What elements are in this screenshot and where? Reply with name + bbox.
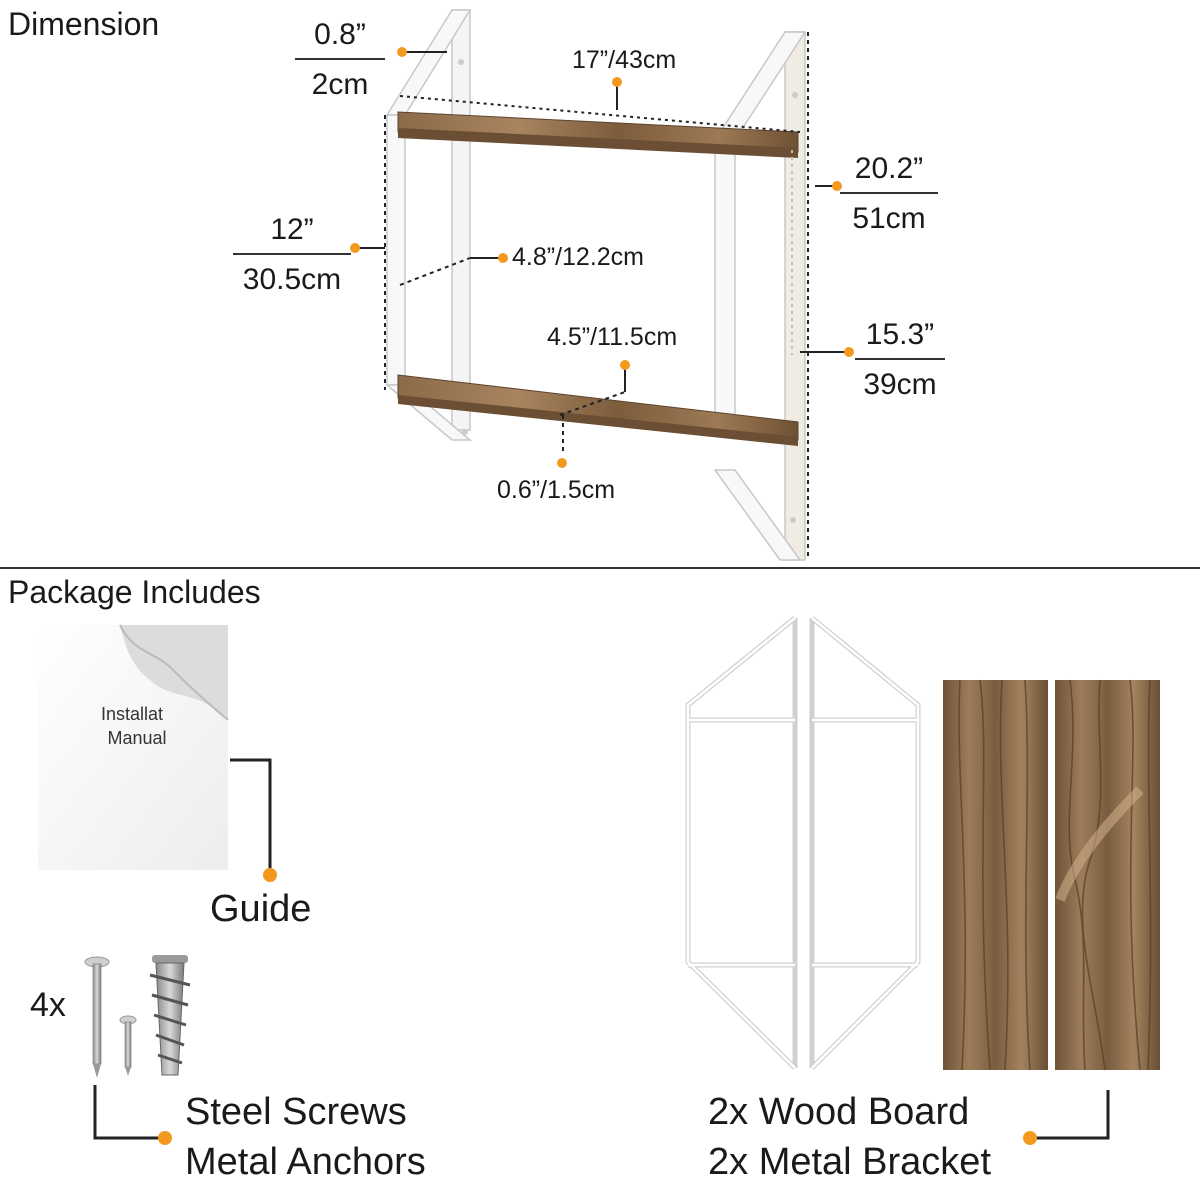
screws-label-line2: Metal Anchors xyxy=(185,1141,426,1183)
shelf-illustration xyxy=(384,9,809,561)
lower-height-cm: 39cm xyxy=(863,368,937,401)
bracket-width-in: 0.8” xyxy=(295,18,385,60)
manual-cover-text: Installat Manual xyxy=(72,702,192,751)
lower-height-in: 15.3” xyxy=(855,318,945,360)
bracket-right-back xyxy=(784,31,806,561)
brackets-flat-image xyxy=(685,616,921,1070)
package-heading: Package Includes xyxy=(8,574,261,610)
length-label: 17”/43cm xyxy=(572,46,677,74)
top-shelf-front xyxy=(398,128,798,158)
total-height-cm: 51cm xyxy=(852,202,926,235)
guide-label: Guide xyxy=(210,888,312,930)
total-height-in: 20.2” xyxy=(840,152,938,194)
screws-callout xyxy=(93,1085,160,1140)
screws-label-line1: Steel Screws xyxy=(185,1091,407,1133)
screws-image xyxy=(84,955,191,1078)
screw-quantity: 4x xyxy=(30,986,66,1024)
brackets-flat-inner xyxy=(686,617,920,1069)
board-thickness-label: 0.6”/1.5cm xyxy=(497,476,616,504)
bracket-width-cm: 2cm xyxy=(311,68,369,101)
bracket-left-front xyxy=(386,114,406,386)
bracket-depth-label: 4.8”/12.2cm xyxy=(512,243,645,271)
lower-height-label: 15.3” 39cm xyxy=(855,318,945,402)
bracket-right-front xyxy=(714,139,736,431)
dimension-heading: Dimension xyxy=(8,6,160,42)
accent-dots-top xyxy=(350,47,854,468)
parts-callout xyxy=(1035,1090,1110,1140)
bracket-left-back xyxy=(451,9,471,431)
parts-label-line1: 2x Wood Board xyxy=(708,1091,970,1133)
guide-callout xyxy=(230,758,272,872)
shelf-depth-label: 4.5”/11.5cm xyxy=(547,323,678,351)
shelf-gap-label: 12” 30.5cm xyxy=(233,213,351,297)
total-height-label: 20.2” 51cm xyxy=(840,152,938,236)
bottom-shelf-front xyxy=(398,395,798,446)
bracket-width-label: 0.8” 2cm xyxy=(295,18,385,102)
manual-line-2: Manual xyxy=(107,728,167,749)
shelf-gap-in: 12” xyxy=(233,213,351,255)
shelf-gap-cm: 30.5cm xyxy=(242,263,342,296)
manual-image xyxy=(38,624,229,870)
parts-label-line2: 2x Metal Bracket xyxy=(708,1141,991,1183)
manual-line-1: Installat xyxy=(100,704,164,724)
wood-boards-image xyxy=(943,679,1160,1071)
bracket-right-arm-bottom xyxy=(713,469,802,561)
